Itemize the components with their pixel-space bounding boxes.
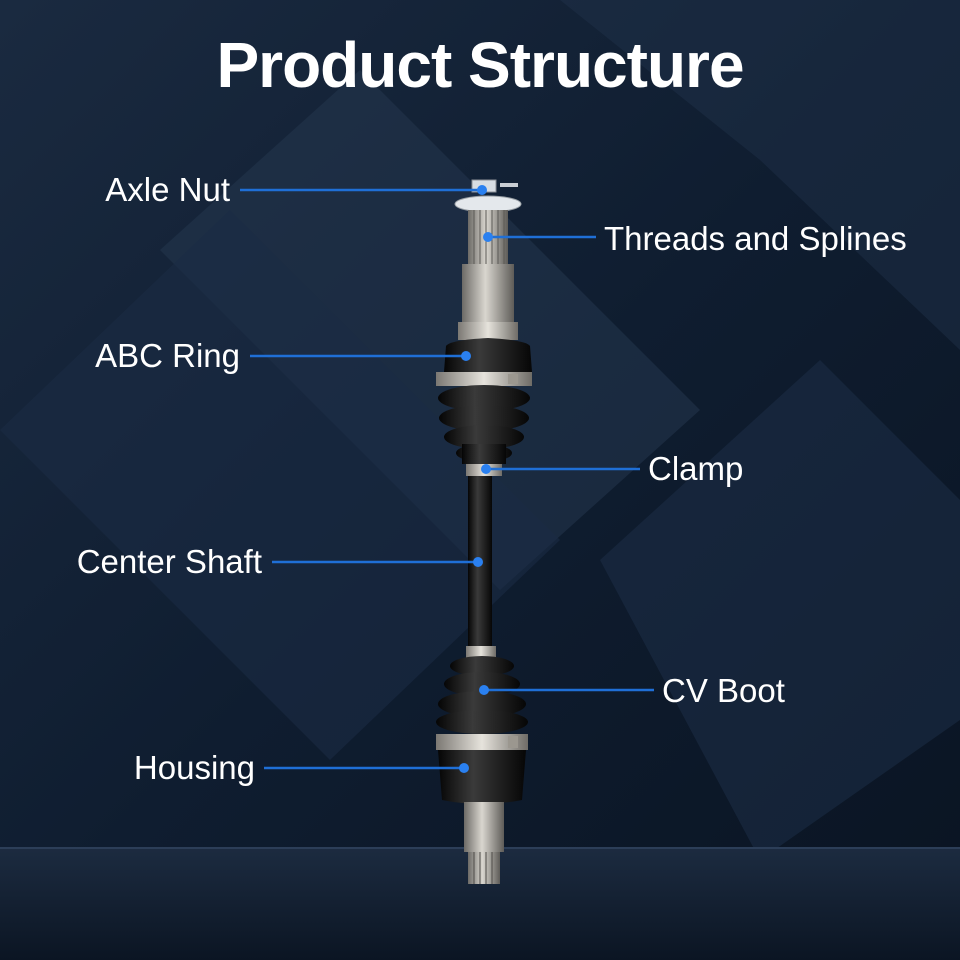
- label-abc-ring: ABC Ring: [95, 337, 240, 374]
- label-housing: Housing: [133, 749, 255, 786]
- label-axle-nut: Axle Nut: [105, 171, 230, 208]
- label-center-shaft: Center Shaft: [76, 543, 262, 580]
- outer-boot-part: [438, 385, 530, 464]
- axle-nut-part: [454, 179, 522, 213]
- callout-lines: [240, 188, 654, 770]
- callout-dots: [459, 185, 493, 773]
- threads-part: [458, 210, 518, 340]
- label-cv-boot: CV Boot: [662, 672, 785, 709]
- label-threads-and-splines: Threads and Splines: [604, 220, 907, 257]
- inner-boot-part: [436, 646, 528, 734]
- housing-part: [436, 734, 528, 884]
- page-title: Product Structure: [216, 29, 744, 101]
- outer-joint-part: [436, 338, 532, 386]
- label-clamp: Clamp: [648, 450, 744, 487]
